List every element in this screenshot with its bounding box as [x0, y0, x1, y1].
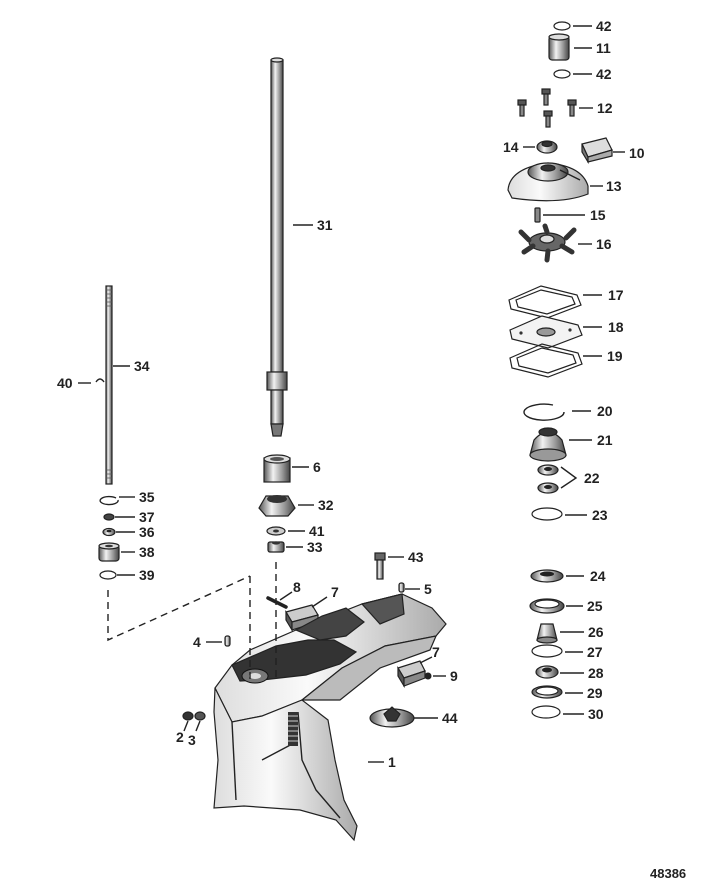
callout-24: 24 — [590, 568, 606, 584]
seal-icon — [581, 137, 613, 165]
callout-28: 28 — [588, 665, 604, 681]
stud-icon — [374, 552, 386, 580]
callout-15: 15 — [590, 207, 606, 223]
callout-37: 37 — [139, 509, 155, 525]
callout-43: 43 — [408, 549, 424, 565]
washer-icon — [266, 526, 286, 536]
callout-7: 7 — [331, 584, 339, 600]
callout-39: 39 — [139, 567, 155, 583]
callout-10: 10 — [629, 145, 645, 161]
bearing-icon — [263, 454, 291, 483]
callout-11: 11 — [596, 40, 611, 56]
callout-7: 7 — [432, 644, 440, 660]
anode-icon — [397, 660, 426, 689]
clip-icon — [95, 378, 105, 383]
callout-21: 21 — [597, 432, 613, 448]
dowel-pin-icon — [398, 582, 405, 593]
callout-44: 44 — [442, 710, 458, 726]
callout-33: 33 — [307, 539, 323, 555]
seal-icon — [102, 527, 116, 537]
retaining-ring-icon — [523, 403, 565, 421]
gasket-icon — [509, 343, 583, 378]
callout-30: 30 — [588, 706, 604, 722]
face-plate-icon — [509, 315, 583, 349]
callout-3: 3 — [188, 732, 196, 748]
o-ring-icon — [531, 644, 563, 658]
grommet-icon — [536, 140, 558, 154]
callout-1: 1 — [388, 754, 396, 770]
bearing-icon — [535, 665, 559, 679]
gasket-icon — [508, 285, 582, 319]
race-icon — [531, 685, 563, 699]
callout-22: 22 — [584, 470, 600, 486]
callout-16: 16 — [596, 236, 612, 252]
bearing-icon — [536, 623, 558, 644]
washer-icon — [194, 711, 206, 721]
callout-18: 18 — [608, 319, 624, 335]
washer-icon — [103, 513, 115, 521]
callout-5: 5 — [424, 581, 432, 597]
callout-40: 40 — [57, 375, 73, 391]
screw-icon — [517, 88, 577, 128]
callout-13: 13 — [606, 178, 622, 194]
callout-6: 6 — [313, 459, 321, 475]
cover-icon — [369, 706, 415, 728]
callout-26: 26 — [588, 624, 604, 640]
bushing-icon — [98, 542, 120, 562]
figure-number: 48386 — [650, 866, 686, 881]
o-ring-icon — [531, 507, 563, 521]
sleeve-icon — [548, 33, 570, 61]
callout-34: 34 — [134, 358, 150, 374]
dashed-assembly-line — [107, 562, 277, 680]
callout-20: 20 — [597, 403, 613, 419]
o-ring-icon — [99, 570, 117, 580]
callout-32: 32 — [318, 497, 334, 513]
callout-14: 14 — [503, 139, 519, 155]
o-ring-icon — [553, 21, 571, 31]
nut-icon — [267, 541, 285, 553]
o-ring-icon — [531, 705, 561, 719]
impeller-icon — [518, 223, 577, 263]
callout-17: 17 — [608, 287, 624, 303]
callout-41: 41 — [309, 523, 325, 539]
driveshaft-icon — [266, 57, 288, 437]
o-ring-icon — [553, 69, 571, 79]
callout-42: 42 — [596, 18, 612, 34]
callout-9: 9 — [450, 668, 458, 684]
callout-35: 35 — [139, 489, 155, 505]
plug-icon — [182, 711, 194, 721]
leader-lines — [78, 25, 625, 763]
callout-8: 8 — [293, 579, 301, 595]
callout-25: 25 — [587, 598, 603, 614]
callout-4: 4 — [193, 634, 201, 650]
callout-36: 36 — [139, 524, 155, 540]
callout-38: 38 — [139, 544, 155, 560]
anode-icon — [285, 604, 319, 633]
callout-31: 31 — [317, 217, 333, 233]
carrier-icon — [529, 427, 567, 462]
retaining-ring-icon — [99, 495, 119, 506]
callout-2: 2 — [176, 729, 184, 745]
race-icon — [529, 598, 565, 614]
key-icon — [534, 207, 541, 223]
dowel-pin-icon — [224, 635, 231, 647]
callout-23: 23 — [592, 507, 608, 523]
callout-42: 42 — [596, 66, 612, 82]
callout-19: 19 — [607, 348, 623, 364]
screw-icon — [424, 672, 432, 680]
gear-icon — [258, 495, 296, 517]
callout-29: 29 — [587, 685, 603, 701]
pin-icon — [266, 596, 288, 609]
pump-housing-icon — [507, 162, 589, 202]
callout-12: 12 — [597, 100, 613, 116]
callout-labels: 42 11 42 12 14 10 13 15 16 17 18 19 20 2… — [57, 18, 645, 770]
seal-icon — [537, 464, 559, 494]
shift-shaft-icon — [105, 285, 113, 485]
callout-27: 27 — [587, 644, 603, 660]
gear-housing-icon — [213, 593, 447, 842]
bearing-race-icon — [530, 569, 564, 583]
